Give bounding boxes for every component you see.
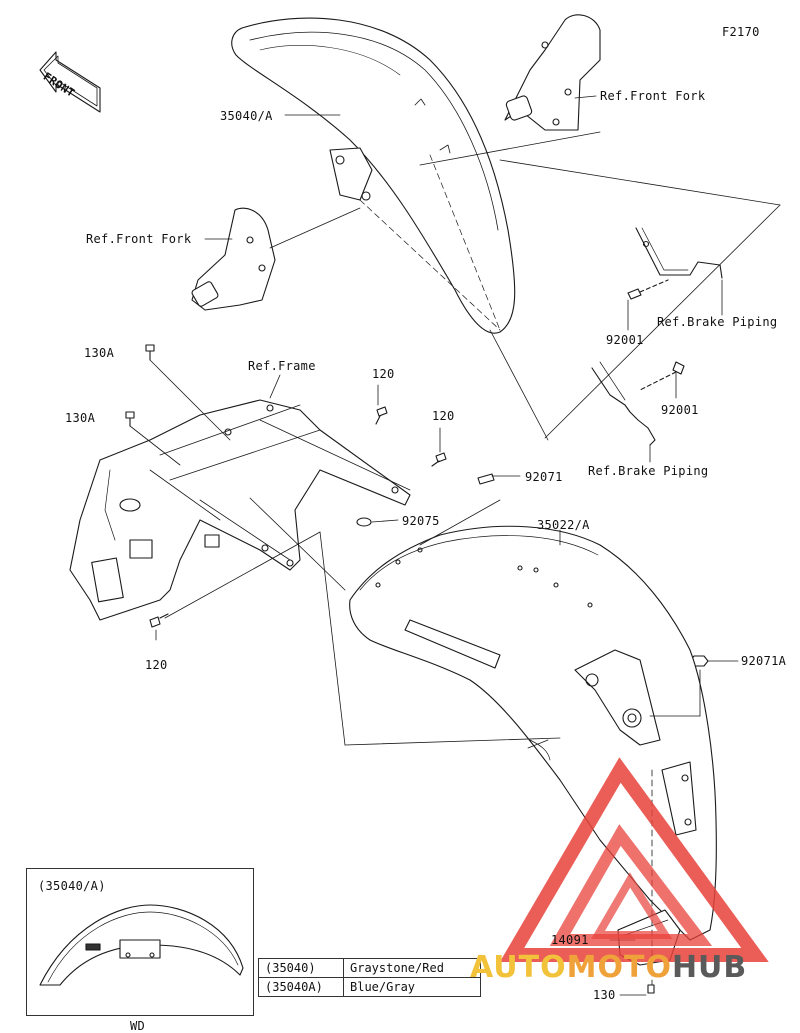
inset-fender-drawing bbox=[39, 904, 244, 986]
ref-front-fork-right-label: Ref.Front Fork bbox=[600, 89, 706, 103]
reference-lines bbox=[129, 95, 739, 996]
brake-piping-bracket-lower bbox=[489, 204, 781, 446]
ref-brake-piping-top-label: Ref.Brake Piping bbox=[657, 315, 778, 329]
watermark-part3: HUB bbox=[671, 950, 748, 985]
legend-color: Graystone/Red bbox=[343, 958, 481, 978]
inset-caption: WD bbox=[130, 1019, 146, 1033]
variant-inset: (35040/A) bbox=[26, 868, 254, 1016]
legend-color: Blue/Gray bbox=[343, 977, 481, 997]
legend-code: (35040A) bbox=[258, 977, 344, 997]
front-fork-left-drawing bbox=[191, 207, 361, 311]
legend-code: (35040) bbox=[258, 958, 344, 978]
bolt-92001-top-label: 92001 bbox=[606, 333, 644, 347]
ref-front-fork-left-label: Ref.Front Fork bbox=[86, 232, 192, 246]
bolt-120-c-label: 120 bbox=[145, 658, 168, 672]
figure-id: F2170 bbox=[722, 25, 760, 39]
watermark-text: AUTOMOTOHUB bbox=[470, 950, 747, 985]
bolt-130a-left-label: 130A bbox=[65, 411, 96, 425]
ref-frame-label: Ref.Frame bbox=[248, 359, 316, 373]
frame-drawing bbox=[69, 399, 411, 621]
inset-title: (35040/A) bbox=[38, 879, 106, 893]
front-arrow-icon bbox=[39, 51, 101, 113]
cover-14091-label: 14091 bbox=[551, 933, 589, 947]
front-fender-drawing bbox=[231, 17, 516, 334]
front-fork-right-drawing bbox=[419, 14, 781, 206]
ref-brake-piping-lower-label: Ref.Brake Piping bbox=[588, 464, 709, 478]
watermark-logo-icon bbox=[499, 757, 769, 962]
bolt-120-a-label: 120 bbox=[372, 367, 395, 381]
rear-fender-part-label: 35022/A bbox=[537, 518, 590, 532]
grommet-92075-label: 92075 bbox=[402, 514, 440, 528]
legend-row: (35040) Graystone/Red bbox=[258, 958, 481, 978]
bolt-120-b-label: 120 bbox=[432, 409, 455, 423]
color-legend: (35040) Graystone/Red (35040A) Blue/Gray bbox=[258, 958, 481, 997]
bolt-92001-lower-label: 92001 bbox=[661, 403, 699, 417]
front-fender-part-label: 35040/A bbox=[220, 109, 273, 123]
brake-piping-bracket-top bbox=[627, 227, 723, 300]
watermark-part2: MOTO bbox=[566, 950, 672, 985]
bolt-130a-top-label: 130A bbox=[84, 346, 115, 360]
watermark-part1: AUTO bbox=[470, 950, 567, 985]
nut-92071a-label: 92071A bbox=[741, 654, 787, 668]
legend-row: (35040A) Blue/Gray bbox=[258, 977, 481, 997]
bolt-130-label: 130 bbox=[593, 988, 616, 1002]
clip-92071-label: 92071 bbox=[525, 470, 563, 484]
